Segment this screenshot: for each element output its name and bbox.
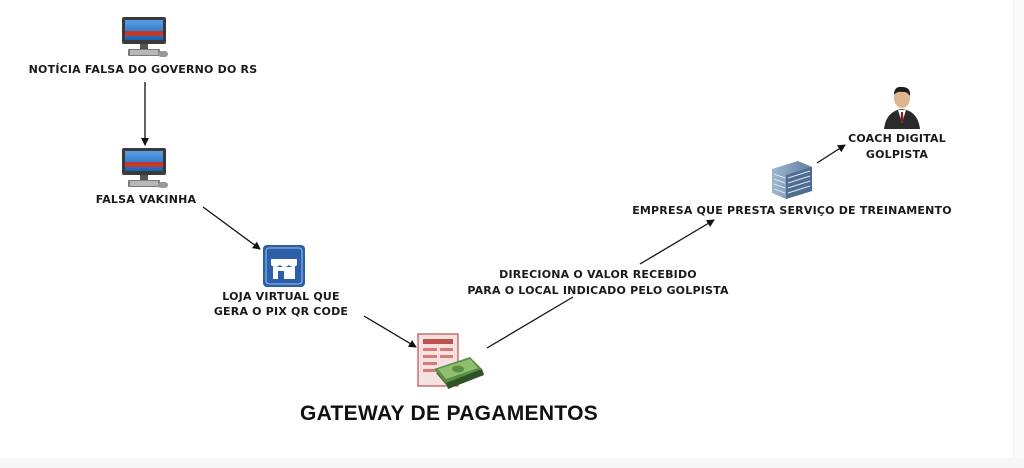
money-icon	[434, 357, 484, 389]
node-label-noticia: NOTÍCIA FALSA DO GOVERNO DO RS	[28, 63, 258, 76]
node-label-loja-line2: GERA O PIX QR CODE	[213, 305, 349, 318]
bottom-edge-strip	[0, 458, 1024, 468]
edge-label-direciona-line1: DIRECIONA O VALOR RECEBIDO	[499, 268, 697, 281]
arrow-gateway-to-direciona	[486, 296, 574, 349]
node-label-gateway: GATEWAY DE PAGAMENTOS	[300, 402, 599, 425]
computer-icon	[122, 17, 168, 57]
arrow-loja-to-gateway	[363, 315, 417, 348]
node-label-coach-line1: COACH DIGITAL	[848, 132, 946, 145]
edge-label-direciona-line2: PARA O LOCAL INDICADO PELO GOLPISTA	[467, 284, 729, 297]
node-label-empresa: EMPRESA QUE PRESTA SERVIÇO DE TREINAMENT…	[632, 204, 952, 217]
node-label-vakinha: FALSA VAKINHA	[95, 193, 197, 206]
right-edge-strip	[1013, 0, 1024, 468]
store-icon	[263, 245, 305, 287]
computer-icon	[122, 148, 168, 188]
building-icon	[772, 161, 812, 199]
arrow-vakinha-to-loja	[202, 206, 261, 250]
node-label-loja-line1: LOJA VIRTUAL QUE	[222, 290, 340, 303]
person-icon	[884, 86, 920, 129]
arrow-empresa-to-coach	[816, 144, 846, 164]
node-label-coach-line2: GOLPISTA	[865, 148, 929, 161]
arrow-direciona-to-empresa	[639, 219, 715, 265]
